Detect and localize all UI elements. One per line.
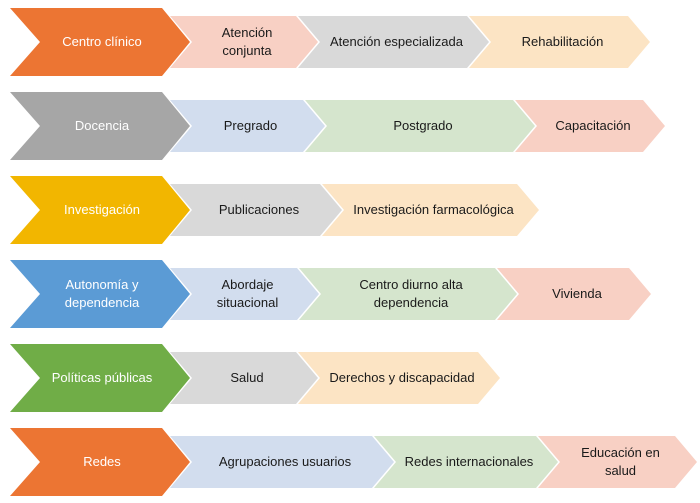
category-chevron-docencia: Docencia	[10, 92, 190, 160]
item-chevron-centro-diurno-alta-dependencia: Centro diurno alta dependencia	[299, 268, 517, 320]
item-chevron-agrupaciones-usuarios: Agrupaciones usuarios	[170, 436, 394, 488]
item-chevron-capacitacion: Capacitación	[515, 100, 665, 152]
item-label: Educación en salud	[581, 445, 660, 478]
item-chevron-investigacion-farmacologica: Investigación farmacológica	[322, 184, 539, 236]
item-chevron-vivienda: Vivienda	[497, 268, 651, 320]
item-label: Atención especializada	[330, 34, 463, 50]
item-label: Atención conjunta	[221, 25, 273, 58]
category-label: Centro clínico	[62, 34, 142, 50]
item-chevron-postgrado: Postgrado	[305, 100, 535, 152]
item-chevron-atencion-especializada: Atención especializada	[298, 16, 489, 68]
item-label: Postgrado	[393, 118, 453, 134]
item-label: Rehabilitación	[521, 34, 604, 50]
category-label: Investigación	[64, 202, 140, 218]
item-label: Pregrado	[223, 118, 278, 134]
item-chevron-abordaje-situacional: Abordaje situacional	[170, 268, 319, 320]
category-chevron-investigacion: Investigación	[10, 176, 190, 244]
item-chevron-derechos-y-discapacidad: Derechos y discapacidad	[298, 352, 500, 404]
category-label: Redes	[83, 454, 121, 470]
category-chevron-redes: Redes	[10, 428, 190, 496]
item-label: Vivienda	[552, 286, 602, 302]
item-label: Salud	[230, 370, 264, 386]
item-chevron-pregrado: Pregrado	[170, 100, 325, 152]
item-chevron-redes-internacionales: Redes internacionales	[374, 436, 558, 488]
category-chevron-centro-clinico: Centro clínico	[10, 8, 190, 76]
item-label: Abordaje situacional	[216, 277, 279, 310]
category-label: Políticas públicas	[51, 370, 153, 386]
category-label: Docencia	[74, 118, 130, 134]
item-label: Redes internacionales	[404, 454, 534, 470]
category-chevron-politicas-publicas: Políticas públicas	[10, 344, 190, 412]
item-label: Derechos y discapacidad	[329, 370, 475, 386]
item-chevron-atencion-conjunta: Atención conjunta	[170, 16, 318, 68]
item-chevron-educacion-en-salud: Educación en salud	[538, 436, 697, 488]
item-label: Centro diurno alta dependencia	[359, 277, 463, 310]
item-label: Agrupaciones usuarios	[218, 454, 352, 470]
item-label: Publicaciones	[218, 202, 300, 218]
category-chevron-autonomia-y-dependencia: Autonomía y dependencia	[10, 260, 190, 328]
item-label: Investigación farmacológica	[353, 202, 514, 218]
item-label: Capacitación	[555, 118, 631, 134]
category-label: Autonomía y dependencia	[64, 277, 140, 310]
item-chevron-salud: Salud	[170, 352, 318, 404]
item-chevron-publicaciones: Publicaciones	[170, 184, 342, 236]
item-chevron-rehabilitacion: Rehabilitación	[469, 16, 650, 68]
